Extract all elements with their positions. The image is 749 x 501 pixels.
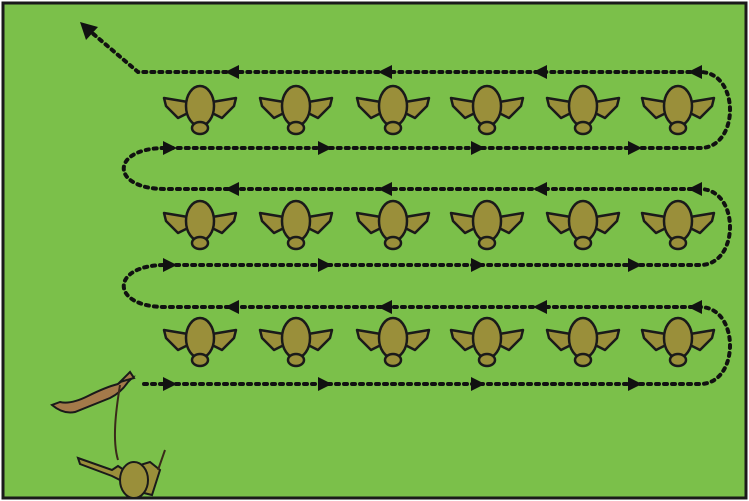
search-pattern-diagram — [0, 0, 749, 501]
